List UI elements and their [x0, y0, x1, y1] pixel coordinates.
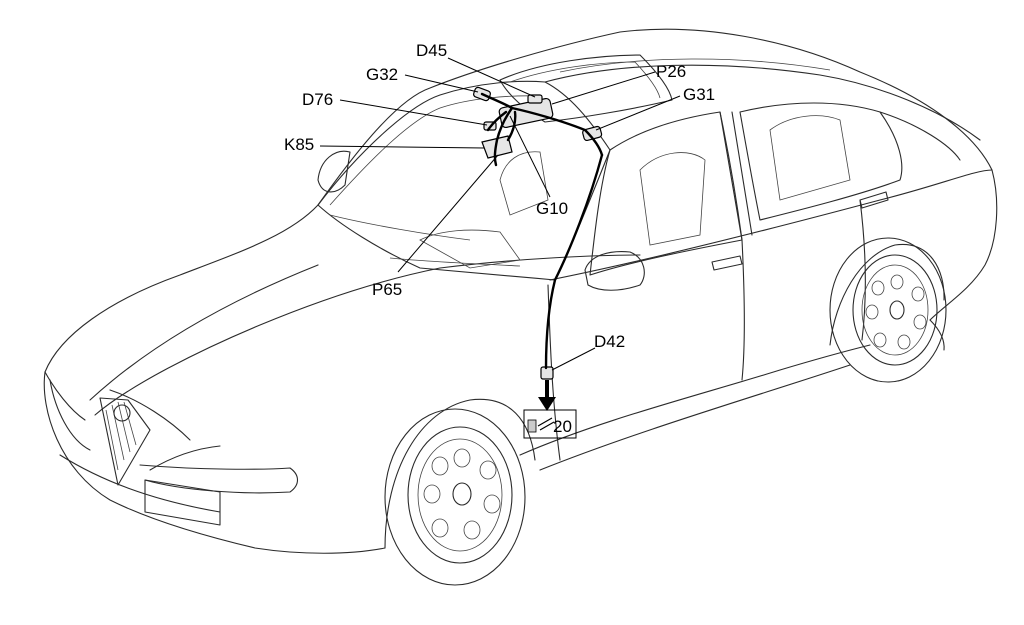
label-g32: G32: [366, 65, 398, 84]
label-p65: P65: [372, 280, 402, 299]
label-k85: K85: [284, 135, 314, 154]
ground-arrow: [538, 380, 556, 411]
label-g10: G10: [536, 199, 568, 218]
ground-point: [523, 409, 577, 439]
leader-lines: [319, 57, 681, 371]
front-wheel: [384, 408, 526, 586]
label-p26: P26: [656, 62, 686, 81]
label-d42: D42: [594, 332, 625, 351]
wiring-harness: [480, 92, 604, 370]
label-ground-20: 20: [553, 417, 572, 436]
label-d76: D76: [302, 90, 333, 109]
component-labels: D45 G32 P26 G31 D76 K85 G10 P65 D42 20: [284, 41, 715, 436]
label-d45: D45: [416, 41, 447, 60]
label-g31: G31: [683, 85, 715, 104]
component-d42: [540, 366, 554, 380]
rear-wheel: [829, 237, 947, 383]
